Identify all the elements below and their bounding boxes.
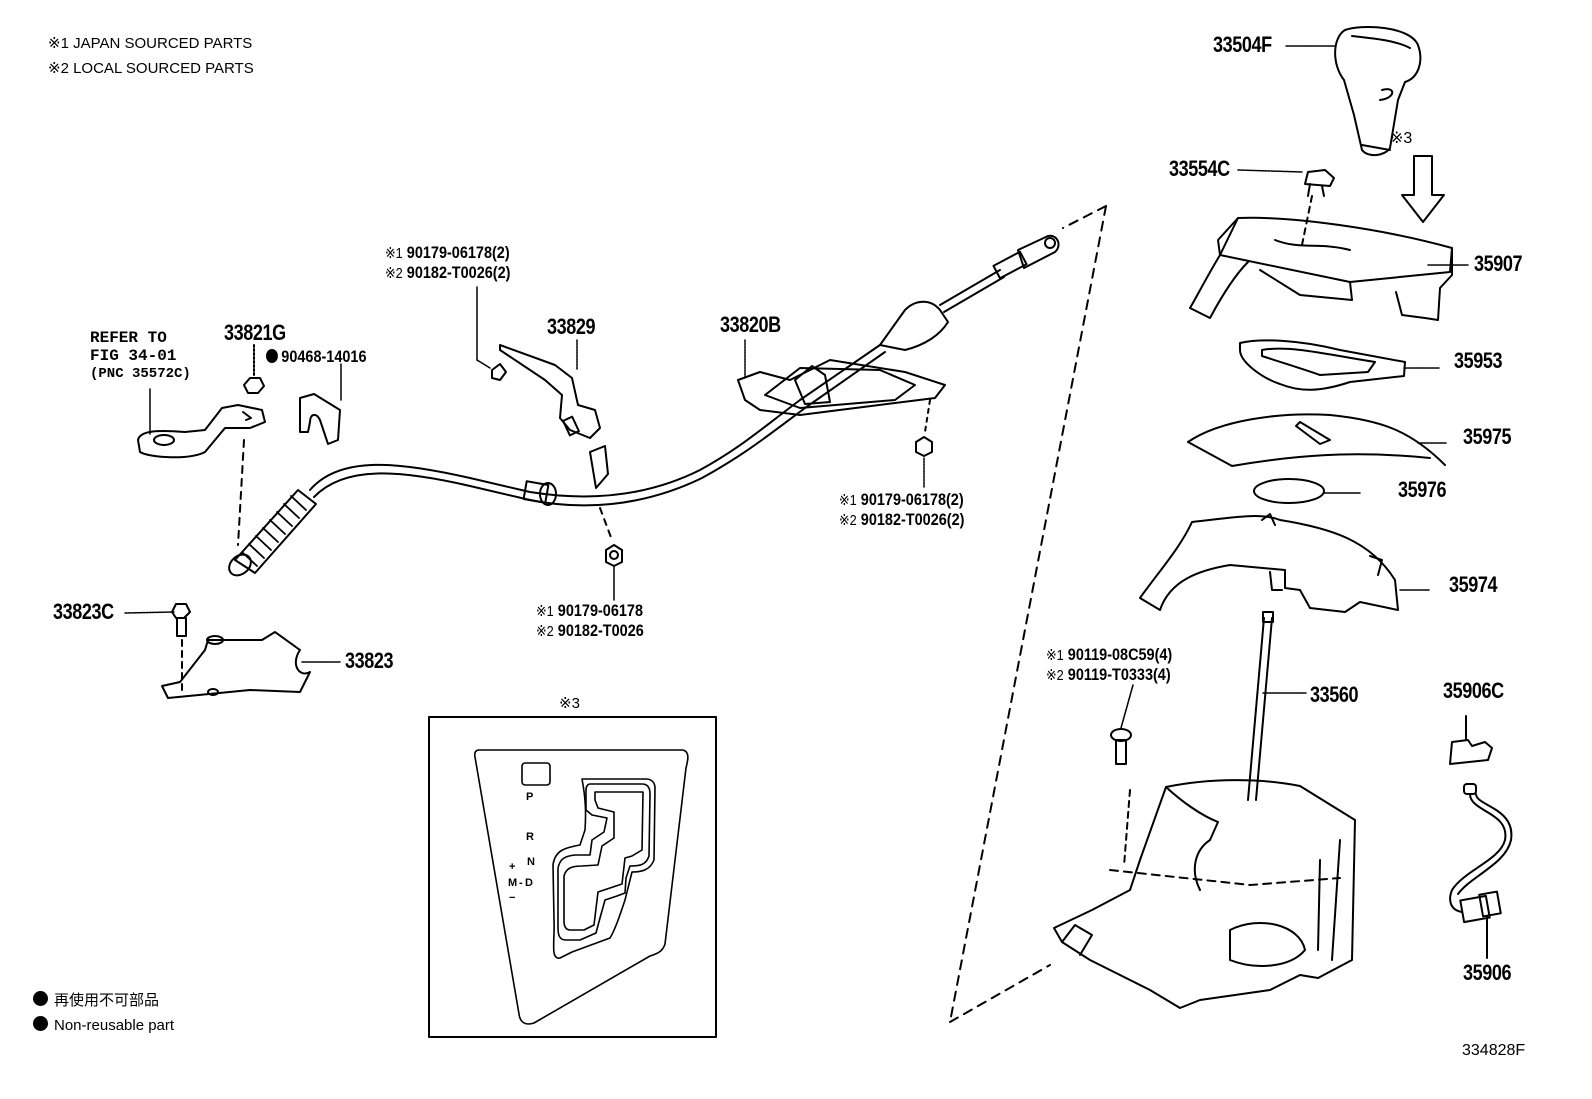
part-label-35906c[interactable]: 35906C	[1443, 678, 1504, 703]
slide-cover-drawing	[1187, 413, 1446, 467]
legend-non-reusable-jp: 再使用不可部品	[33, 991, 159, 1008]
shift-knob-drawing	[1334, 26, 1422, 156]
callout-nut-right[interactable]: ※1 90179-06178(2) ※2 90182-T0026(2)	[839, 490, 964, 529]
callout-nut-upper[interactable]: ※1 90179-06178(2) ※2 90182-T0026(2)	[385, 243, 510, 282]
source-mark: ※1	[536, 603, 554, 620]
part-label-33821g[interactable]: 33821G	[224, 320, 286, 345]
gate-label-p: P	[526, 791, 534, 803]
figure-code: 334828F	[1462, 1042, 1526, 1059]
shift-lever-base-drawing	[1053, 779, 1356, 1009]
part-label-35906[interactable]: 35906	[1463, 960, 1512, 985]
refer-note-line3[interactable]: (PNC 35572C)	[90, 365, 191, 382]
bolt-drawing	[1110, 728, 1132, 867]
source-mark: ※2	[536, 622, 554, 640]
source-mark: ※2	[385, 264, 403, 282]
part-label-35974[interactable]: 35974	[1449, 572, 1498, 597]
part-number: 90119-08C59(4)	[1067, 645, 1173, 664]
gate-label-m: M	[508, 877, 518, 889]
part-label-35975[interactable]: 35975	[1463, 424, 1512, 449]
gate-label-minus: −	[509, 892, 516, 904]
legend-text: LOCAL SOURCED PARTS	[73, 60, 254, 77]
assembly-dashed-outline	[949, 205, 1107, 1023]
part-label-33560[interactable]: 33560	[1310, 682, 1359, 707]
legend-local-sourced: ※2 LOCAL SOURCED PARTS	[48, 61, 254, 76]
indicator-plate-drawing	[1239, 339, 1406, 391]
source-mark: ※1	[385, 245, 403, 262]
connector-dash-left	[237, 439, 245, 546]
callout-bolt[interactable]: ※1 90119-08C59(4) ※2 90119-T0333(4)	[1046, 645, 1172, 684]
part-number: 90468-14016	[281, 347, 367, 366]
nut-33821g-drawing	[243, 344, 265, 394]
part-label-33829[interactable]: 33829	[547, 314, 596, 339]
part-number: 90179-06178	[557, 601, 643, 620]
leader-lines	[124, 45, 1469, 729]
legend-text: 再使用不可部品	[54, 992, 160, 1009]
lock-release-button-drawing	[1301, 169, 1335, 246]
nut-lower-drawing	[599, 507, 623, 567]
non-reusable-dot-icon	[266, 349, 278, 363]
wire-harness-drawing	[1449, 783, 1513, 959]
part-label-35907[interactable]: 35907	[1474, 251, 1523, 276]
refer-note-line1[interactable]: REFER TO	[90, 329, 167, 347]
filled-dot-icon	[33, 991, 48, 1006]
legend-mark: ※2	[48, 60, 69, 77]
source-mark: ※1	[839, 492, 857, 509]
part-number: 90182-T0026(2)	[406, 262, 511, 282]
filled-dot-icon	[33, 1016, 48, 1031]
source-mark: ※1	[1046, 647, 1064, 664]
detail-view-frame	[428, 716, 717, 1038]
part-label-33820b[interactable]: 33820B	[720, 312, 781, 337]
legend-japan-sourced: ※1 JAPAN SOURCED PARTS	[48, 36, 252, 51]
legend-non-reusable-en: Non-reusable part	[33, 1016, 174, 1033]
part-label-33823[interactable]: 33823	[345, 648, 394, 673]
part-number: 90182-T0026(2)	[860, 509, 965, 529]
bracket-33829-drawing	[499, 344, 601, 439]
view-arrow-icon	[1401, 155, 1445, 223]
gate-label-n: N	[527, 856, 535, 868]
shift-cable-drawing	[228, 234, 1060, 577]
gate-label-plus: +	[509, 861, 516, 873]
part-number: 90179-06178(2)	[860, 490, 964, 509]
part-label-35976[interactable]: 35976	[1398, 477, 1447, 502]
refer-note-line2[interactable]: FIG 34-01	[90, 347, 177, 366]
shift-lever-rod-drawing	[1247, 611, 1274, 801]
part-number: 90119-T0333(4)	[1067, 664, 1171, 684]
legend-text: Non-reusable part	[54, 1017, 175, 1034]
shift-gate-panel-drawing	[473, 749, 689, 1025]
part-label-33823c[interactable]: 33823C	[53, 599, 114, 624]
refer-note: REFER TO FIG 34-01 (PNC 35572C)	[90, 329, 191, 382]
part-label-90468-14016[interactable]: 90468-14016	[266, 347, 366, 367]
position-indicator-housing-drawing	[1189, 216, 1453, 321]
part-label-33554c[interactable]: 33554C	[1169, 156, 1230, 181]
gate-label-dash: -	[519, 877, 523, 889]
part-label-35953[interactable]: 35953	[1454, 348, 1503, 373]
inner-cover-drawing	[1139, 513, 1399, 613]
legend-mark: ※1	[48, 35, 69, 52]
connector-clip-drawing	[1449, 739, 1493, 765]
source-mark: ※2	[1046, 666, 1064, 684]
view-arrow-mark: ※3	[1390, 130, 1413, 147]
control-rod-bracket-drawing	[137, 404, 266, 459]
legend-text: JAPAN SOURCED PARTS	[73, 35, 253, 52]
clip-90468-drawing	[299, 393, 341, 445]
detail-view-mark: ※3	[559, 695, 580, 712]
bracket-33823-drawing	[161, 603, 311, 699]
nut-right-drawing	[915, 399, 933, 457]
part-number: 90179-06178(2)	[406, 243, 510, 262]
part-label-33504f[interactable]: 33504F	[1213, 32, 1272, 57]
part-number: 90182-T0026	[557, 620, 644, 640]
gate-label-r: R	[526, 831, 534, 843]
seal-ellipse-drawing	[1253, 478, 1325, 504]
nut-upper-drawing	[491, 363, 507, 381]
gate-label-d: D	[525, 877, 533, 889]
callout-nut-lower[interactable]: ※1 90179-06178 ※2 90182-T0026	[536, 601, 644, 640]
source-mark: ※2	[839, 511, 857, 529]
